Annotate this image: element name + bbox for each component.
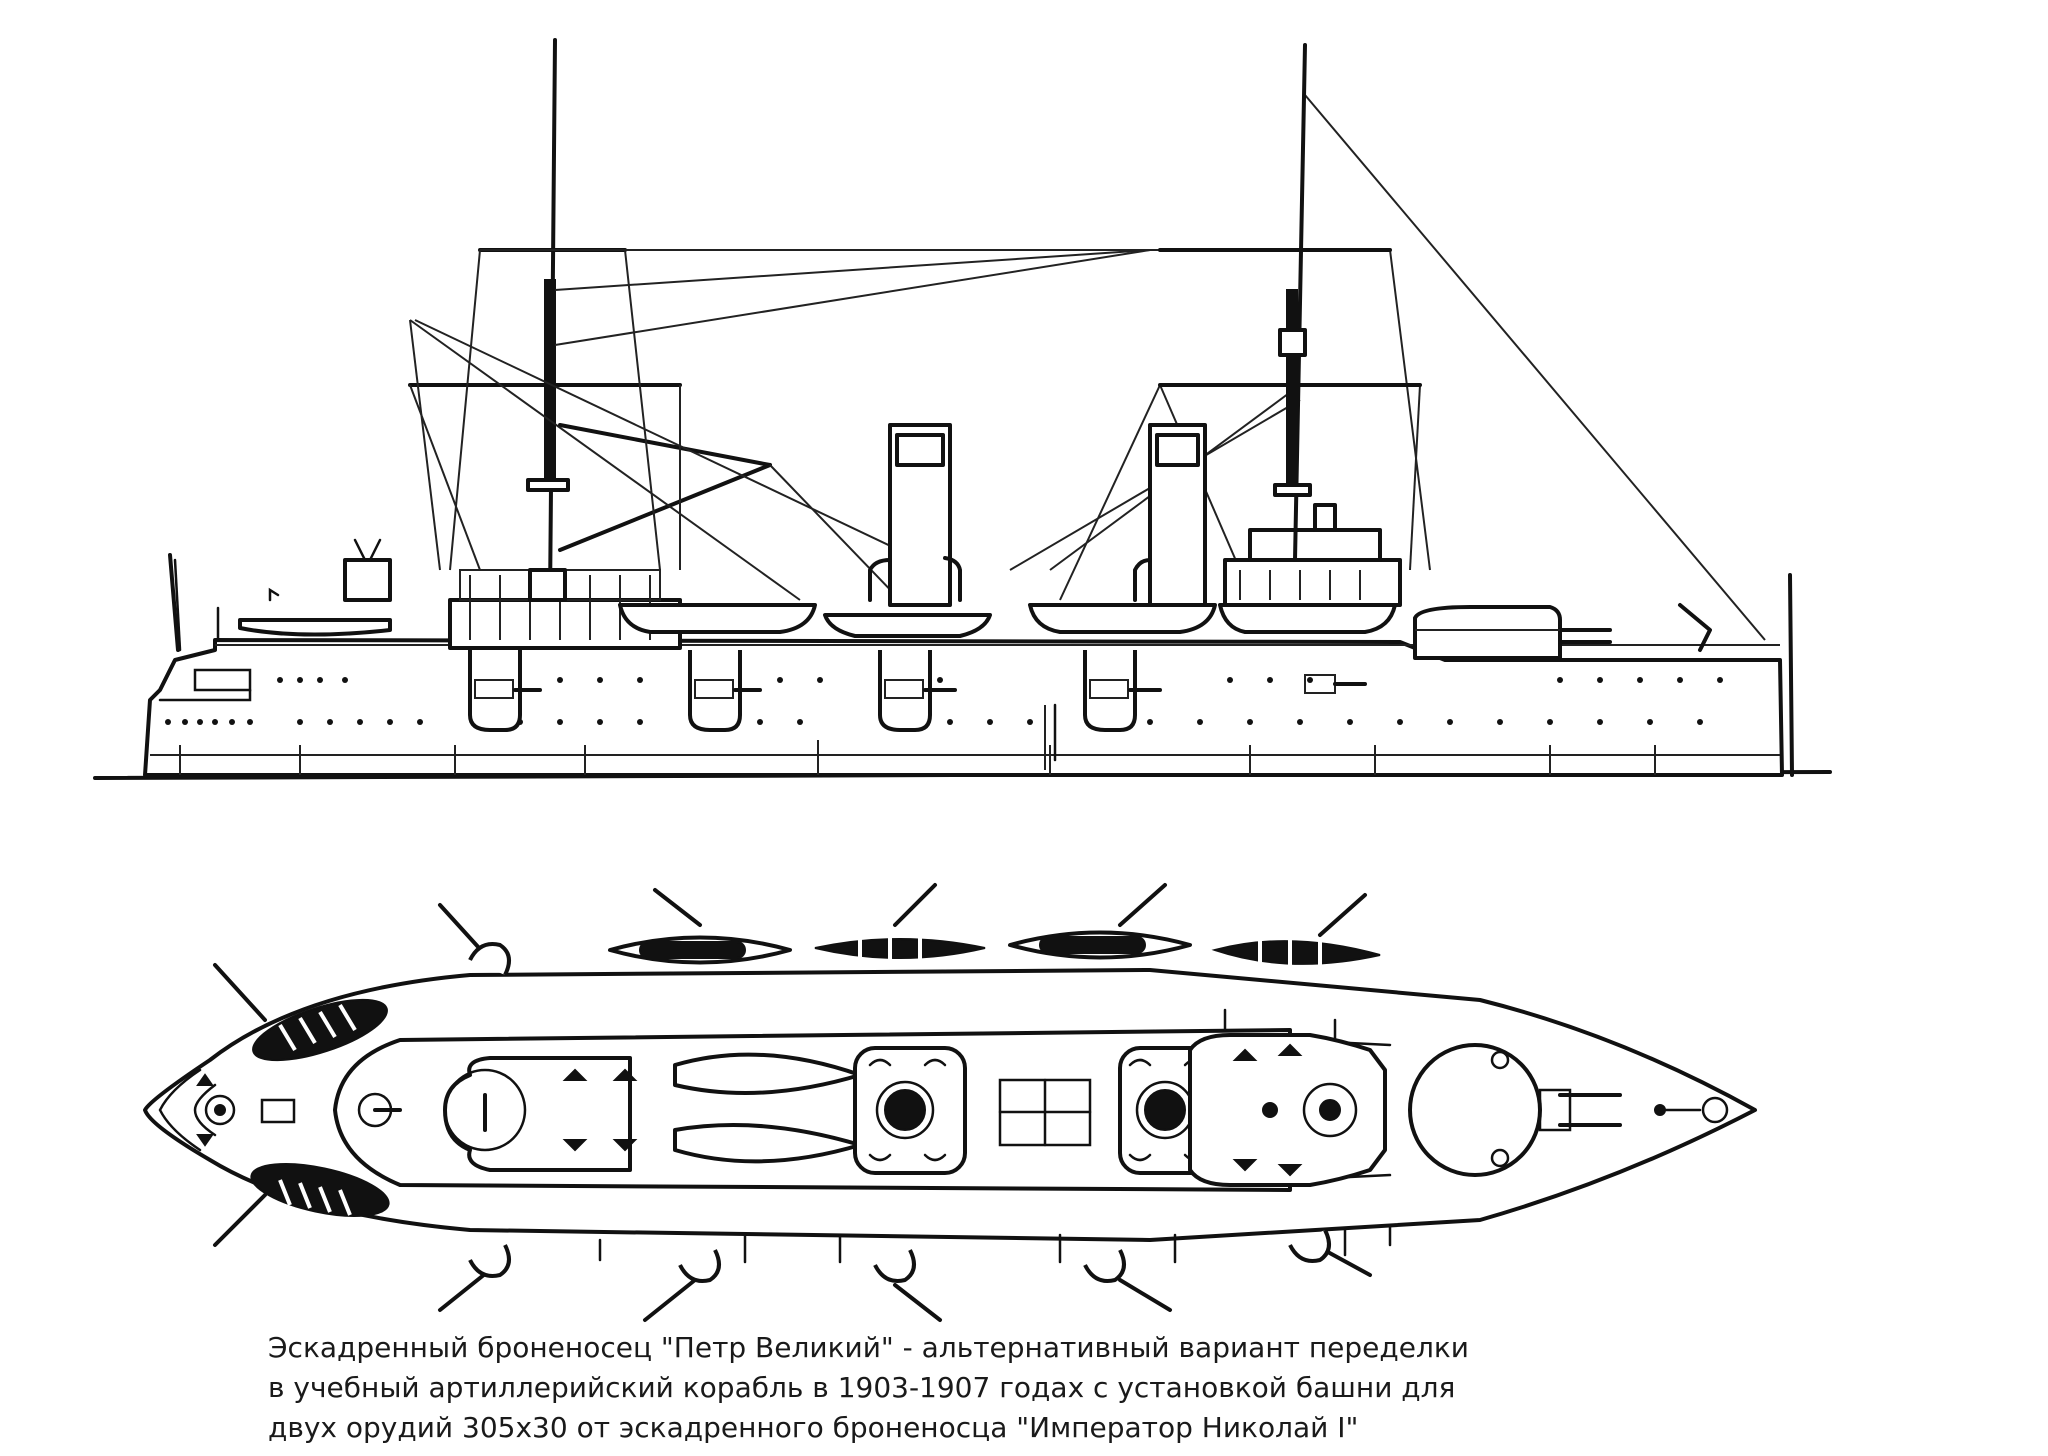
main-mast: [1273, 43, 1312, 562]
plan-outboard-boats: [608, 930, 1381, 965]
fore-mast: [526, 38, 570, 602]
aft-superstructure: [1218, 503, 1402, 634]
side-profile-view: [93, 38, 1832, 780]
casemate-sponsons: [468, 650, 1367, 762]
fore-superstructure: [343, 538, 682, 650]
plan-davits: [598, 1008, 1392, 1264]
portholes: [165, 677, 1723, 725]
caption-line-2: в учебный артиллерийский корабль в 1903-…: [268, 1371, 1456, 1404]
rigging: [409, 94, 1766, 641]
side-boats: [618, 603, 1217, 638]
plan-aft-turret: [1408, 1043, 1622, 1177]
caption-line-3: двух орудий 305х30 от эскадренного броне…: [268, 1411, 1359, 1444]
deck-plan-view: [143, 883, 1757, 1322]
hull-frames: [150, 705, 1780, 775]
funnels: [888, 423, 1207, 607]
plan-boats-centre: [673, 1052, 862, 1164]
plan-sponsons: [468, 942, 1331, 1283]
aft-turret: [1413, 605, 1612, 660]
caption-line-1: Эскадренный броненосец "Петр Великий" - …: [268, 1331, 1469, 1364]
figure-caption: Эскадренный броненосец "Петр Великий" - …: [268, 1328, 1588, 1448]
side-hull: [143, 638, 1784, 777]
plan-hatched-boats: [250, 998, 390, 1217]
